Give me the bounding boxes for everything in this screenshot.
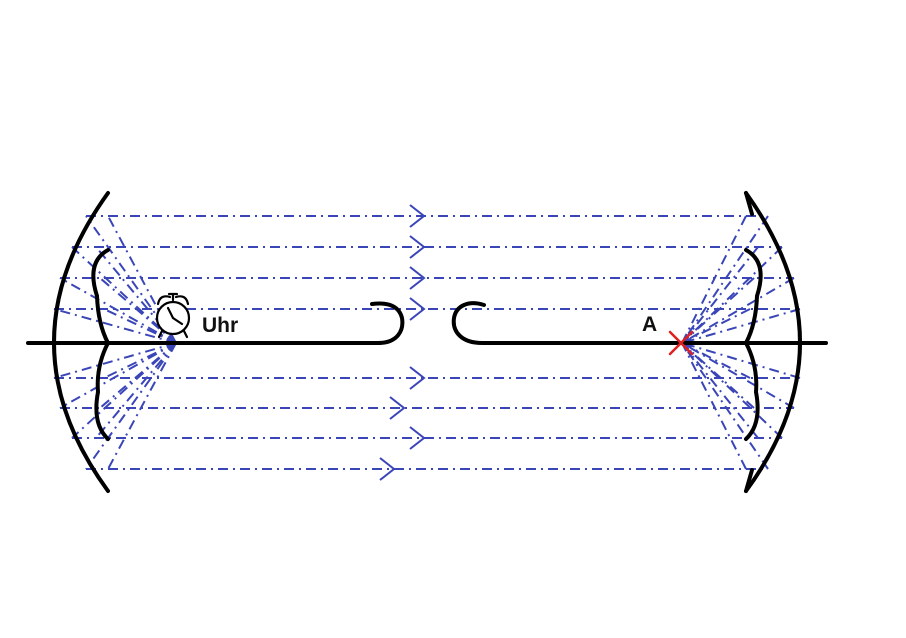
- left-focus-ray: [59, 277, 177, 344]
- focus-label: A: [642, 313, 657, 336]
- axis-left-segment: [108, 301, 405, 345]
- alarm-clock-icon: [155, 292, 191, 339]
- ray-arrowheads: [379, 204, 426, 481]
- left-mirror-inner-upper: [91, 248, 110, 345]
- right-focus-ray: [681, 342, 783, 439]
- arrowhead-icon: [379, 457, 396, 481]
- arrowhead-icon: [409, 204, 426, 228]
- right-focus-ray: [681, 215, 747, 344]
- right-focus-ray: [681, 342, 751, 379]
- left-focus-ray: [95, 246, 177, 344]
- right-focus-ray: [681, 308, 751, 344]
- right-mirror-top-tip: [744, 191, 754, 216]
- left-focus-ray: [107, 342, 177, 470]
- left-focus-ray: [85, 342, 177, 470]
- right-mirror-outer: [744, 191, 802, 493]
- right-mirror: [744, 191, 802, 493]
- arrowhead-icon: [409, 366, 426, 390]
- right-focus-ray: [681, 215, 769, 344]
- left-focus-ray: [99, 277, 177, 344]
- right-focus-ray: [681, 246, 759, 344]
- clock-label: Uhr: [202, 314, 238, 337]
- left-focus-ray: [103, 342, 177, 379]
- left-focus-ray: [95, 342, 177, 439]
- right-mirror-inner-upper: [744, 248, 763, 345]
- light-rays: [53, 215, 801, 470]
- right-mirror-inner-lower: [744, 341, 760, 441]
- arrowhead-icon: [409, 266, 426, 290]
- right-focus-ray: [681, 342, 755, 409]
- arrowhead-icon: [409, 426, 426, 450]
- left-mirror-inner-lower: [94, 341, 110, 441]
- left-focus-ray: [103, 308, 177, 344]
- right-mirror-bottom-tip: [744, 468, 754, 493]
- right-focus-ray: [681, 277, 755, 344]
- left-mirror-outer: [52, 191, 110, 493]
- arrowhead-icon: [409, 235, 426, 259]
- right-focus-ray: [681, 342, 769, 470]
- left-focus-ray: [59, 342, 177, 409]
- x-mark-icon: [668, 330, 694, 356]
- arrowhead-icon: [409, 297, 426, 321]
- left-focus-ray: [71, 342, 177, 439]
- optical-axis: [26, 301, 828, 345]
- right-focus-ray: [681, 342, 759, 439]
- arrowhead-icon: [389, 396, 406, 420]
- right-focus-ray: [681, 342, 747, 470]
- left-mirror: [52, 191, 110, 493]
- right-focus-ray: [681, 277, 795, 344]
- axis-right-segment: [451, 301, 702, 345]
